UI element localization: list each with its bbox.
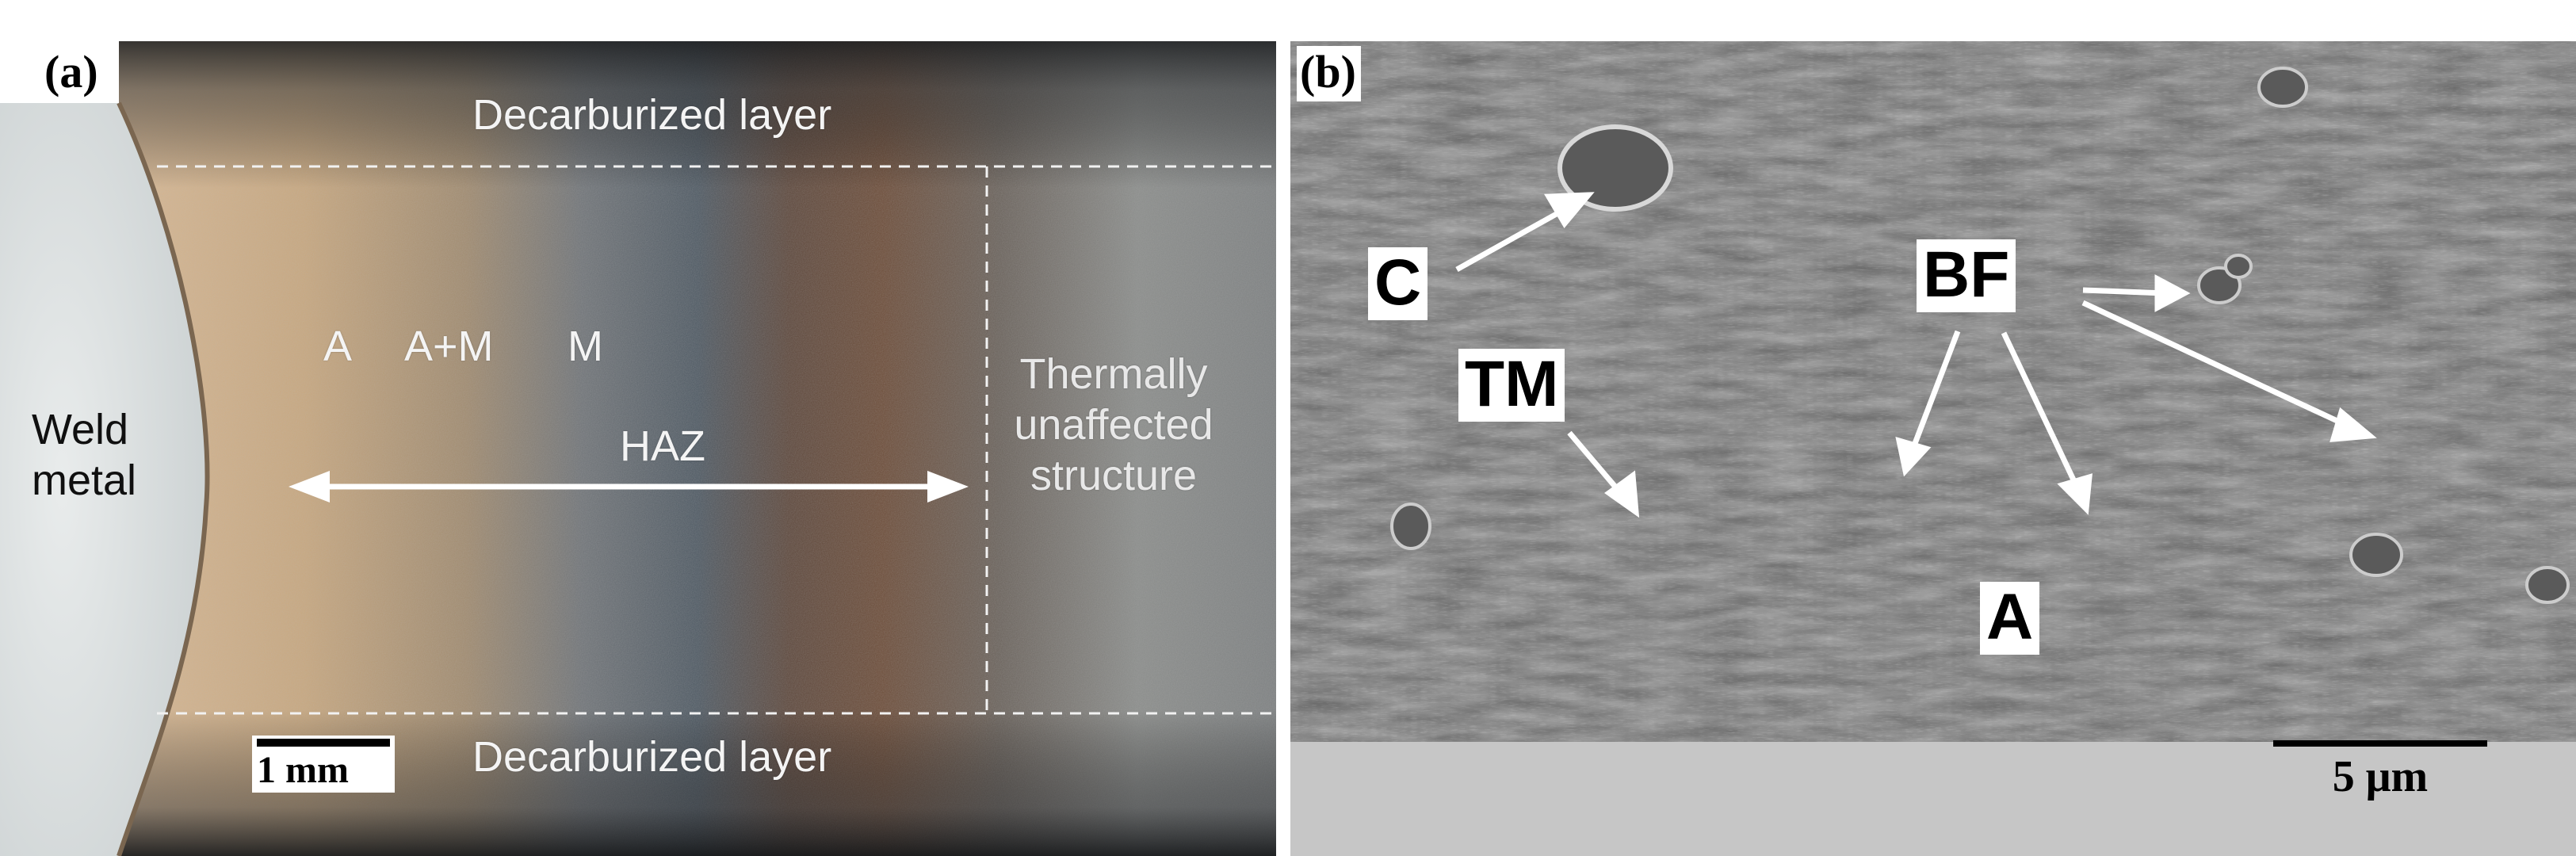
scale-bar-b: 5 μm bbox=[2273, 740, 2487, 799]
weld-metal-label: Weld metal bbox=[32, 406, 137, 504]
haz-arrow-left-head bbox=[289, 471, 330, 503]
arrow-bf-3-head bbox=[1895, 436, 1932, 477]
scale-bar-b-line bbox=[2273, 740, 2487, 747]
decarburized-layer-bottom-label: Decarburized layer bbox=[472, 733, 832, 781]
zone-martensite-label: M bbox=[568, 323, 603, 370]
label-c-carbide: C bbox=[1368, 247, 1428, 320]
scale-bar-b-text: 5 μm bbox=[2332, 752, 2429, 801]
scale-bar-a-line bbox=[257, 739, 390, 747]
label-tm-tempered-martensite: TM bbox=[1458, 349, 1565, 422]
scale-bar-a: 1 mm bbox=[252, 736, 395, 793]
thermally-unaffected-label: Thermally unaffected structure bbox=[1014, 350, 1213, 499]
arrow-bf-1-head bbox=[2154, 274, 2191, 312]
arrow-bf-4-head bbox=[2057, 473, 2093, 515]
arrow-bf-2 bbox=[2081, 300, 2354, 431]
sem-image bbox=[1290, 41, 2576, 856]
label-bf-bainitic-ferrite: BF bbox=[1917, 239, 2016, 312]
panel-a-label: (a) bbox=[41, 46, 103, 101]
arrow-c-head bbox=[1544, 192, 1595, 229]
arrow-bf-3 bbox=[1909, 330, 1961, 453]
decarburized-layer-top-label: Decarburized layer bbox=[472, 91, 832, 139]
macrograph-image bbox=[0, 41, 1276, 856]
haz-label: HAZ bbox=[620, 422, 705, 470]
arrow-tm bbox=[1567, 430, 1626, 499]
panel-b-sem: (b) C TM BF A 5 μm bbox=[1290, 0, 2576, 856]
arrow-bf-4 bbox=[2001, 331, 2081, 491]
arrow-tm-head bbox=[1604, 470, 1640, 518]
panel-a-macrograph: (a) Decarburized layer Decarburized laye… bbox=[0, 0, 1276, 856]
arrow-bf-2-head bbox=[2329, 407, 2377, 442]
haz-arrow-right-head bbox=[927, 471, 969, 503]
zone-austenite-martensite-label: A+M bbox=[404, 323, 494, 370]
arrow-bf-1 bbox=[2082, 287, 2166, 296]
label-a-austenite: A bbox=[1980, 582, 2040, 655]
scale-bar-a-text: 1 mm bbox=[257, 749, 349, 791]
zone-austenite-label: A bbox=[323, 323, 353, 370]
arrow-c bbox=[1455, 204, 1569, 273]
panel-b-label: (b) bbox=[1297, 46, 1361, 101]
